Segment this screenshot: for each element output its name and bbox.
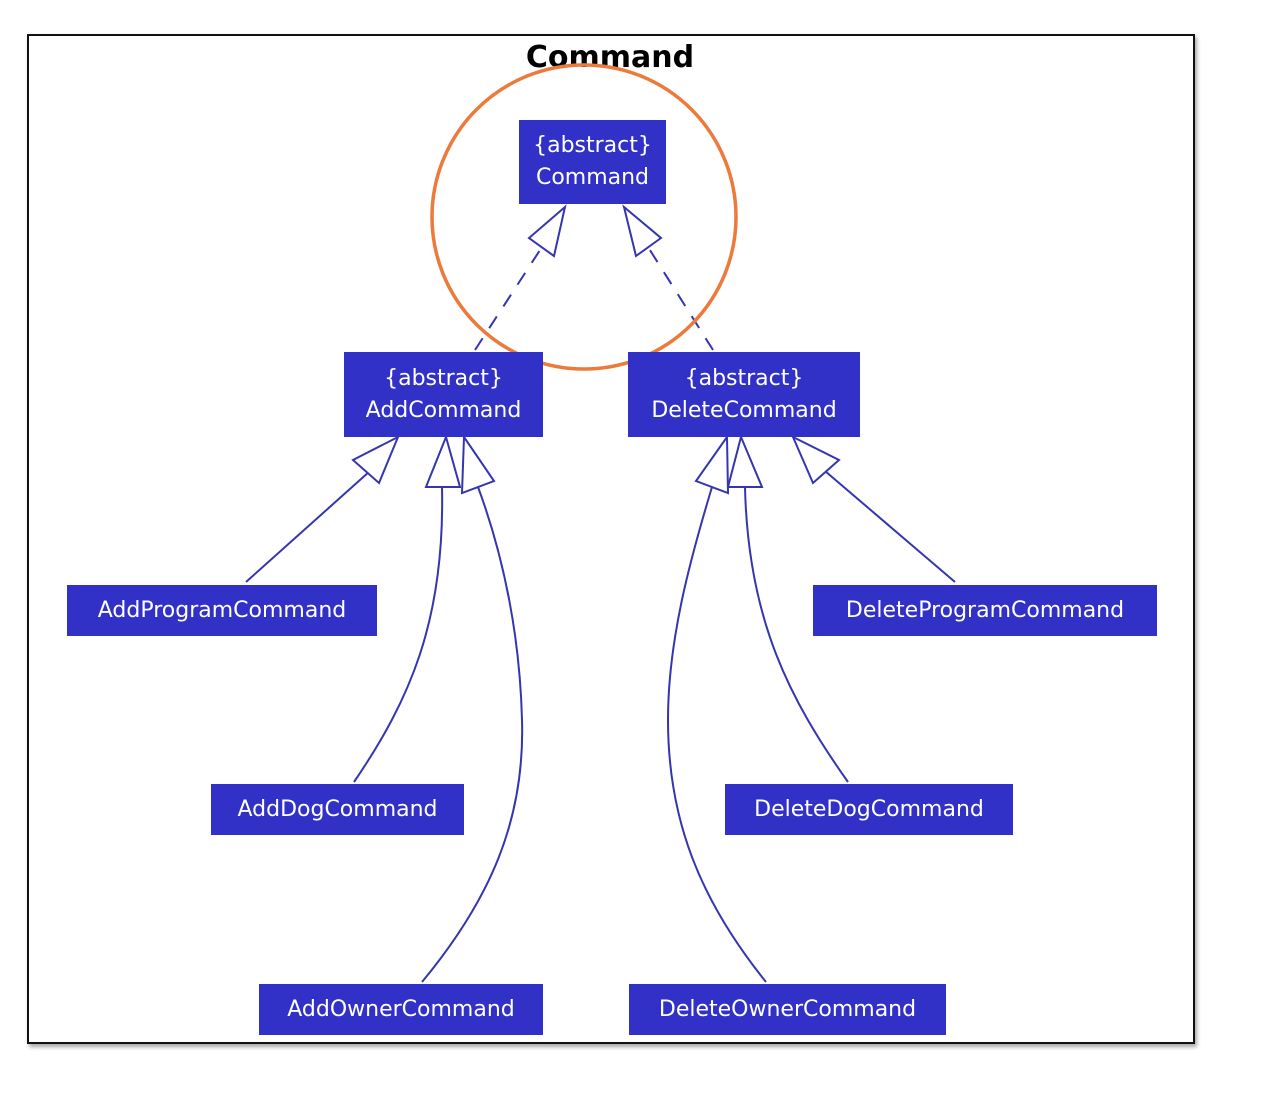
arrowhead-addowner — [460, 433, 496, 495]
class-delete-program-command-name: DeleteProgramCommand — [845, 597, 1125, 623]
class-delete-command: {abstract} DeleteCommand — [628, 352, 860, 437]
edge-addowner-to-addcommand — [421, 486, 524, 983]
class-add-program-command-name: AddProgramCommand — [97, 597, 347, 623]
arrowhead-deletecommand-to-command — [622, 204, 663, 258]
class-delete-dog-command: DeleteDogCommand — [725, 784, 1013, 835]
arrowhead-deletedog — [726, 433, 764, 488]
class-delete-command-stereotype: {abstract} — [684, 365, 804, 391]
arrowhead-addcommand-to-command — [527, 204, 567, 258]
class-add-command: {abstract} AddCommand — [344, 352, 543, 437]
class-add-dog-command-name: AddDogCommand — [237, 796, 438, 822]
class-delete-command-name: DeleteCommand — [651, 397, 837, 423]
class-add-owner-command: AddOwnerCommand — [259, 984, 543, 1035]
edge-deletedog-to-deletecommand — [744, 486, 849, 783]
class-delete-program-command: DeleteProgramCommand — [813, 585, 1157, 636]
class-add-owner-command-name: AddOwnerCommand — [287, 996, 515, 1022]
edge-deleteowner-to-deletecommand — [666, 486, 767, 983]
class-delete-dog-command-name: DeleteDogCommand — [754, 796, 984, 822]
edge-addcommand-to-command — [474, 246, 543, 351]
edge-deleteprogram-to-deletecommand — [824, 470, 956, 583]
arrowhead-adddog — [424, 433, 462, 488]
highlight-circle — [430, 63, 738, 371]
class-delete-owner-command-name: DeleteOwnerCommand — [658, 996, 917, 1022]
class-command-stereotype: {abstract} — [533, 133, 652, 158]
arrowhead-deleteprogram — [790, 434, 841, 485]
class-add-command-stereotype: {abstract} — [384, 365, 503, 391]
edge-adddog-to-addcommand — [353, 486, 444, 783]
class-command: {abstract} Command — [519, 120, 666, 204]
edge-deletecommand-to-command — [647, 246, 714, 351]
class-add-command-name: AddCommand — [365, 397, 522, 423]
arrowhead-addprogram — [351, 434, 400, 485]
class-add-program-command: AddProgramCommand — [67, 585, 377, 636]
arrowhead-deleteowner — [694, 433, 730, 495]
edge-addprogram-to-addcommand — [245, 470, 371, 583]
class-delete-owner-command: DeleteOwnerCommand — [629, 984, 946, 1035]
class-add-dog-command: AddDogCommand — [211, 784, 464, 835]
class-command-name: Command — [535, 165, 650, 190]
